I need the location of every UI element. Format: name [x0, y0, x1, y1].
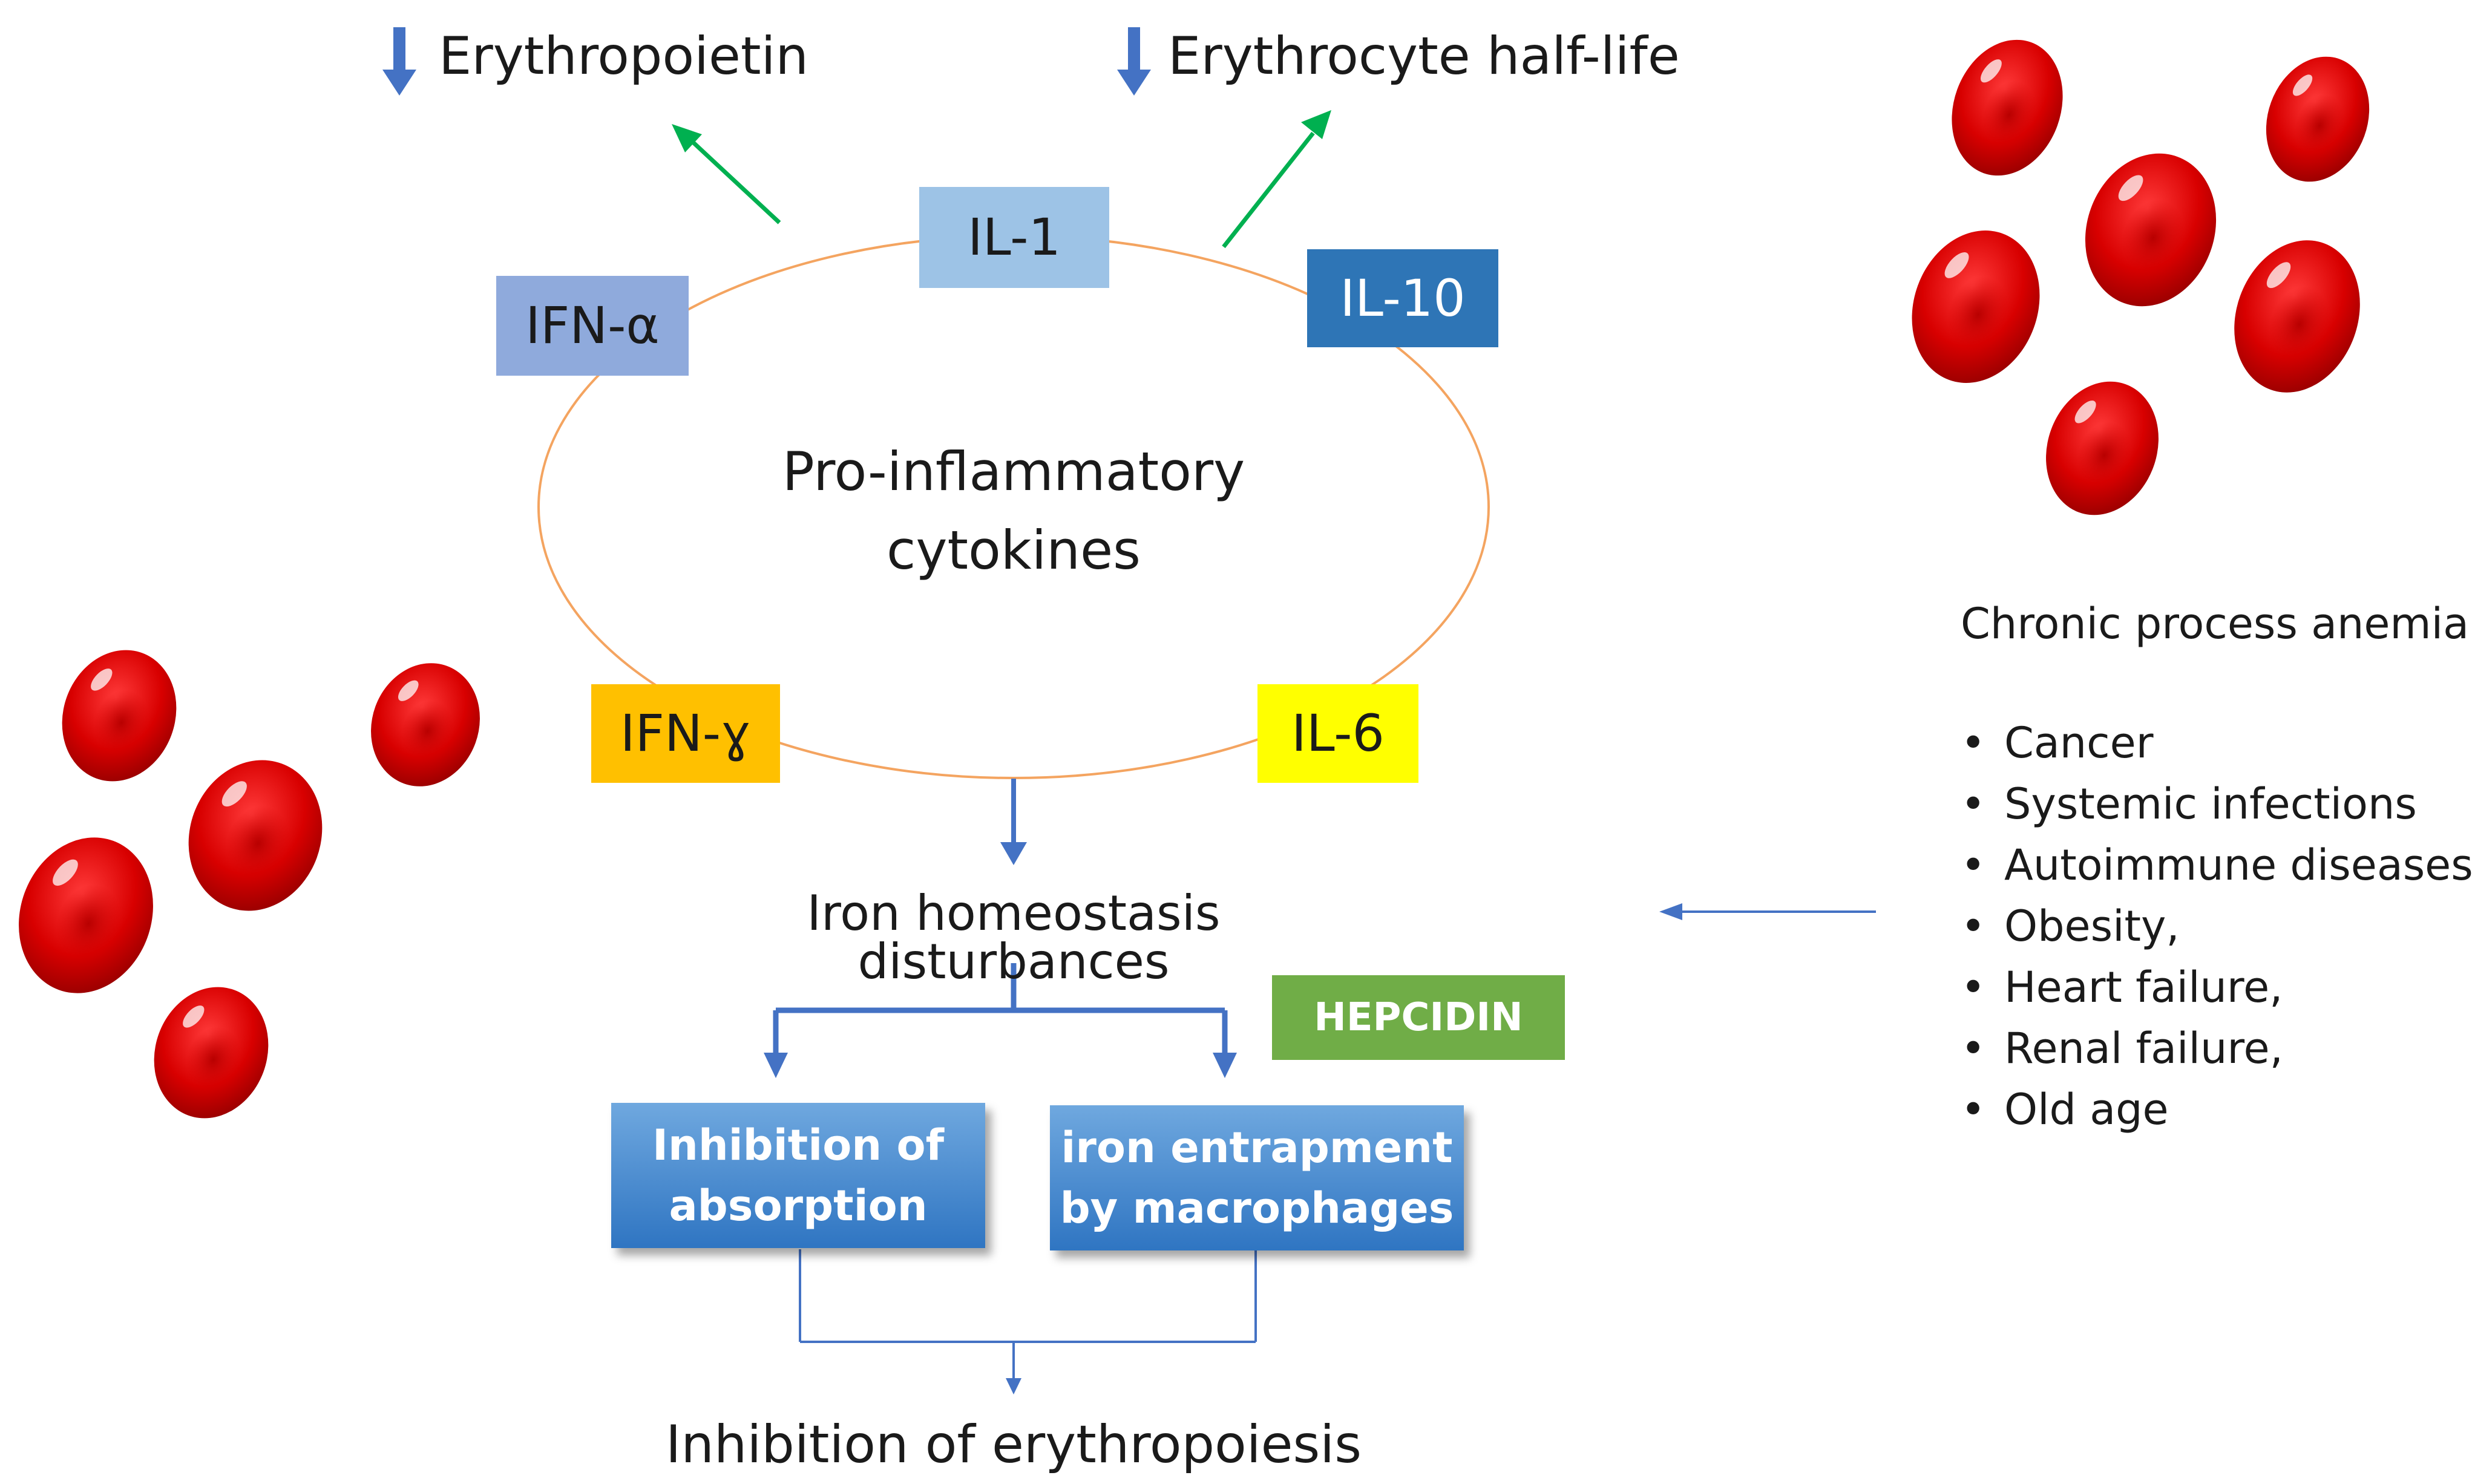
list-item: • Systemic infections [1961, 774, 2472, 835]
down-arrow-icon [1117, 27, 1151, 96]
arrow-to-iron-disturbances [1000, 779, 1027, 865]
red-blood-cell-icon [2027, 365, 2177, 531]
bullet: • [1961, 1085, 1986, 1134]
inhibition-absorption-box: Inhibition of absorption [611, 1103, 985, 1248]
center-line-2: cytokines [887, 519, 1141, 581]
list-item: • Old age [1961, 1079, 2472, 1140]
arrow-head [764, 1053, 788, 1078]
condition-label: Obesity, [2004, 901, 2180, 951]
bullet: • [1961, 779, 1986, 829]
iron-entrapment-line-2: by macrophages [1060, 1183, 1454, 1233]
green-arrow [1222, 110, 1331, 249]
iron-entrapment-line-1: iron entrapment [1061, 1123, 1453, 1172]
il1-box: IL-1 [919, 187, 1109, 288]
erythrocyte-half-life-label: Erythrocyte half-life [1168, 26, 1680, 87]
hepcidin-badge: HEPCIDIN [1272, 975, 1565, 1060]
list-item: • Autoimmune diseases [1961, 835, 2472, 896]
chronic-anemia-title: Chronic process anemia [1961, 599, 2469, 649]
condition-label: Systemic infections [2004, 779, 2417, 829]
green-arrow [672, 124, 781, 224]
red-blood-cell-icon [136, 970, 287, 1135]
bullet: • [1961, 901, 1986, 951]
list-item: • Heart failure, [1961, 957, 2472, 1018]
red-blood-cell-icon [0, 818, 175, 1013]
merge-lines [799, 1249, 1257, 1381]
condition-label: Old age [2004, 1085, 2169, 1134]
red-blood-cell-icon [44, 633, 195, 798]
down-arrow-icon [382, 27, 416, 96]
il6-box: IL-6 [1257, 684, 1418, 783]
iron-entrapment-box: iron entrapment by macrophages [1050, 1105, 1464, 1250]
erythropoietin-label: Erythropoietin [439, 26, 809, 87]
iron-disturbances-label: Iron homeostasis disturbances [807, 885, 1221, 990]
ifn-alpha-box: IFN-α [496, 276, 689, 376]
bullet: • [1961, 963, 1986, 1012]
red-blood-cell-icon [2213, 222, 2381, 411]
red-blood-cell-icon [168, 741, 343, 930]
ifn-gamma-box: IFN-ɣ [591, 684, 780, 783]
arrow-head [1006, 1378, 1021, 1394]
arrow-from-conditions [1659, 903, 1876, 920]
condition-label: Autoimmune diseases [2004, 840, 2472, 890]
red-blood-cell-icon [2249, 42, 2387, 197]
inhibition-absorption-line-2: absorption [669, 1181, 928, 1231]
red-blood-cell-icon [1891, 212, 2061, 401]
conditions-list: • Cancer • Systemic infections • Autoimmune… [1961, 713, 2472, 1140]
red-blood-cell-icon [2064, 135, 2237, 325]
bullet: • [1961, 718, 1986, 768]
condition-label: Renal failure, [2004, 1024, 2283, 1073]
condition-label: Cancer [2004, 718, 2154, 768]
condition-label: Heart failure, [2004, 963, 2283, 1012]
pro-inflammatory-cytokines-label: Pro-inflammatory cytokines [696, 433, 1331, 590]
list-item: • Obesity, [1961, 896, 2472, 957]
arrow-head [1213, 1053, 1237, 1078]
red-blood-cell-icon [353, 647, 497, 802]
bullet: • [1961, 840, 1986, 890]
list-item: • Renal failure, [1961, 1018, 2472, 1079]
bullet: • [1961, 1024, 1986, 1073]
center-line-1: Pro-inflammatory [782, 440, 1245, 503]
inhibition-absorption-line-1: Inhibition of [652, 1120, 945, 1170]
branch-arrows [773, 963, 1228, 1056]
red-blood-cell-icon [1933, 24, 2082, 192]
erythropoiesis-inhibition-label: Inhibition of erythropoiesis [665, 1414, 1362, 1475]
il10-box: IL-10 [1307, 249, 1498, 347]
list-item: • Cancer [1961, 713, 2472, 774]
